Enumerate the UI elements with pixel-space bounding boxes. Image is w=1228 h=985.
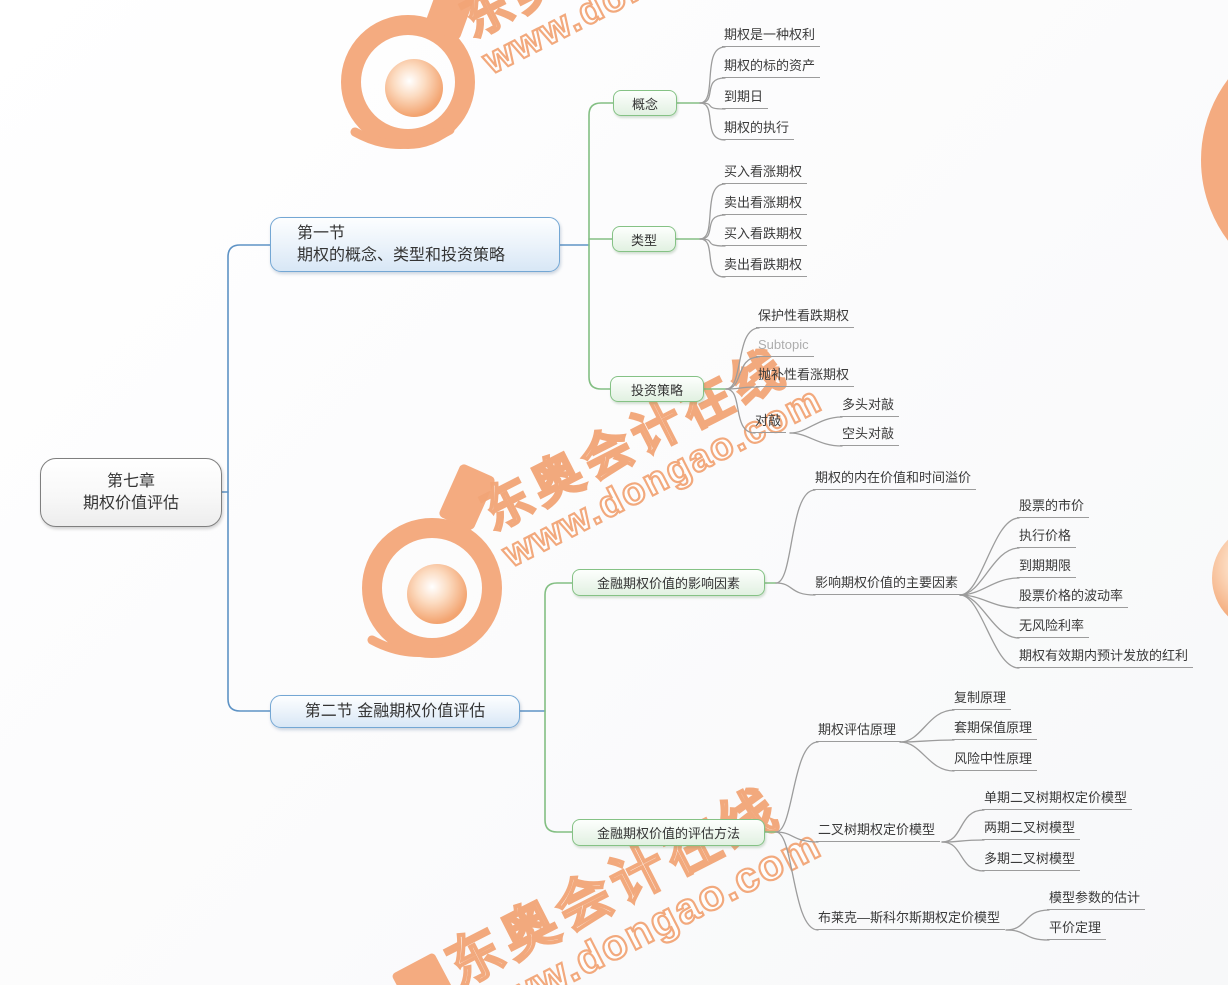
- principle-child-1[interactable]: 复制原理: [952, 689, 1012, 710]
- straddle-topic[interactable]: 对敲: [753, 412, 787, 433]
- strategy-child-3[interactable]: 抛补性看涨期权: [756, 366, 855, 387]
- straddle-child-1[interactable]: 多头对敲: [840, 396, 900, 417]
- factors-topic[interactable]: 金融期权价值的影响因素: [572, 569, 765, 596]
- section1-line1: 第一节: [297, 224, 346, 242]
- factor-3[interactable]: 到期期限: [1017, 557, 1077, 578]
- strategy-label: 投资策略: [630, 382, 683, 398]
- dongao-logo-icon: [362, 464, 502, 658]
- watermark-stem-fragment: [392, 953, 452, 985]
- blackscholes-topic[interactable]: 布莱克—斯科尔斯期权定价模型: [816, 909, 1006, 930]
- factor-6[interactable]: 期权有效期内预计发放的红利: [1017, 647, 1194, 668]
- intrinsic-value-topic[interactable]: 期权的内在价值和时间溢价: [813, 469, 977, 490]
- factors-label: 金融期权价值的影响因素: [596, 576, 740, 591]
- methods-label: 金融期权价值的评估方法: [596, 826, 740, 841]
- main-factors-topic[interactable]: 影响期权价值的主要因素: [813, 574, 964, 595]
- root-topic-line2: 期权价值评估: [82, 494, 179, 512]
- type-topic[interactable]: 类型: [612, 226, 676, 252]
- principle-child-2[interactable]: 套期保值原理: [952, 719, 1038, 740]
- root-topic[interactable]: 第七章 期权价值评估: [40, 458, 222, 527]
- factor-4[interactable]: 股票价格的波动率: [1017, 587, 1129, 608]
- concept-child-4[interactable]: 期权的执行: [722, 119, 795, 140]
- blackscholes-child-1[interactable]: 模型参数的估计: [1047, 889, 1146, 910]
- section2-topic[interactable]: 第二节 金融期权价值评估: [270, 695, 520, 728]
- type-child-3[interactable]: 买入看跌期权: [722, 225, 808, 246]
- type-child-1[interactable]: 买入看涨期权: [722, 163, 808, 184]
- binomial-child-2[interactable]: 两期二叉树模型: [982, 819, 1081, 840]
- strategy-child-subtopic[interactable]: Subtopic: [756, 336, 814, 357]
- principle-topic[interactable]: 期权评估原理: [816, 721, 902, 742]
- strategy-child-1[interactable]: 保护性看跌期权: [756, 307, 855, 328]
- section2-label: 第二节 金融期权价值评估: [304, 702, 486, 720]
- straddle-child-2[interactable]: 空头对敲: [840, 425, 900, 446]
- methods-topic[interactable]: 金融期权价值的评估方法: [572, 819, 765, 846]
- factor-1[interactable]: 股票的市价: [1017, 497, 1090, 518]
- type-child-2[interactable]: 卖出看涨期权: [722, 194, 808, 215]
- type-label: 类型: [630, 232, 657, 248]
- concept-label: 概念: [631, 96, 658, 112]
- factor-2[interactable]: 执行价格: [1017, 527, 1077, 548]
- dongao-logo-icon: [341, 0, 478, 149]
- factor-5[interactable]: 无风险利率: [1017, 617, 1090, 638]
- watermark-ball-fragment: [1212, 539, 1228, 617]
- concept-topic[interactable]: 概念: [613, 90, 677, 116]
- type-child-4[interactable]: 卖出看跌期权: [722, 256, 808, 277]
- principle-child-3[interactable]: 风险中性原理: [952, 750, 1038, 771]
- concept-child-2[interactable]: 期权的标的资产: [722, 57, 821, 78]
- concept-child-3[interactable]: 到期日: [722, 88, 769, 109]
- binomial-topic[interactable]: 二叉树期权定价模型: [816, 821, 941, 842]
- binomial-child-1[interactable]: 单期二叉树期权定价模型: [982, 789, 1133, 810]
- strategy-topic[interactable]: 投资策略: [610, 376, 704, 402]
- watermark-ring-fragment: [1201, 79, 1228, 241]
- concept-child-1[interactable]: 期权是一种权利: [722, 26, 821, 47]
- section1-line2: 期权的概念、类型和投资策略: [297, 246, 506, 264]
- root-topic-line1: 第七章: [106, 472, 155, 490]
- section1-topic[interactable]: 第一节 期权的概念、类型和投资策略: [270, 217, 560, 272]
- binomial-child-3[interactable]: 多期二叉树模型: [982, 850, 1081, 871]
- blackscholes-child-2[interactable]: 平价定理: [1047, 919, 1107, 940]
